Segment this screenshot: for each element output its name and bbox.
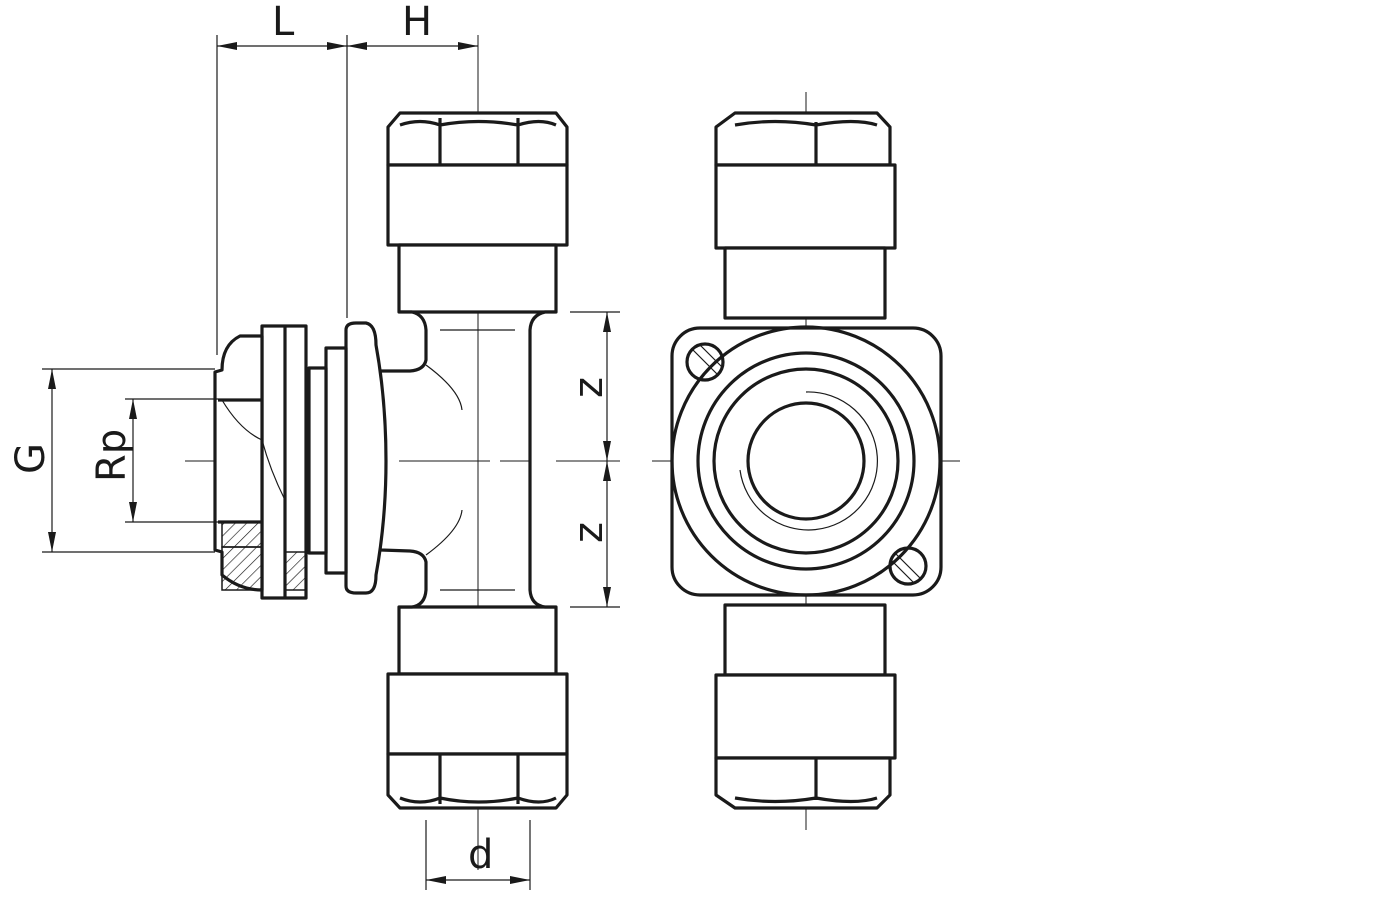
bottom-union-nut — [386, 605, 569, 810]
side-flange — [344, 321, 388, 595]
top-union-nut-front — [714, 111, 897, 320]
tee-body — [378, 310, 556, 609]
dim-z-bottom-label: z — [566, 522, 612, 543]
dim-G-label: G — [8, 443, 54, 474]
dim-Rp-label: Rp — [89, 429, 135, 482]
bolt-hole-bottom-right — [888, 546, 928, 586]
dim-L-label: L — [272, 0, 295, 45]
bolt-hole-top-left — [685, 342, 725, 382]
side-view — [185, 35, 620, 870]
front-view — [652, 92, 960, 830]
top-union-nut — [386, 111, 569, 314]
dim-H-label: H — [402, 0, 432, 45]
dimensions: L H G Rp z z d — [8, 0, 620, 890]
bottom-union-nut-front — [714, 603, 897, 810]
dim-d-label: d — [468, 832, 493, 878]
dim-z-top-label: z — [566, 377, 612, 398]
